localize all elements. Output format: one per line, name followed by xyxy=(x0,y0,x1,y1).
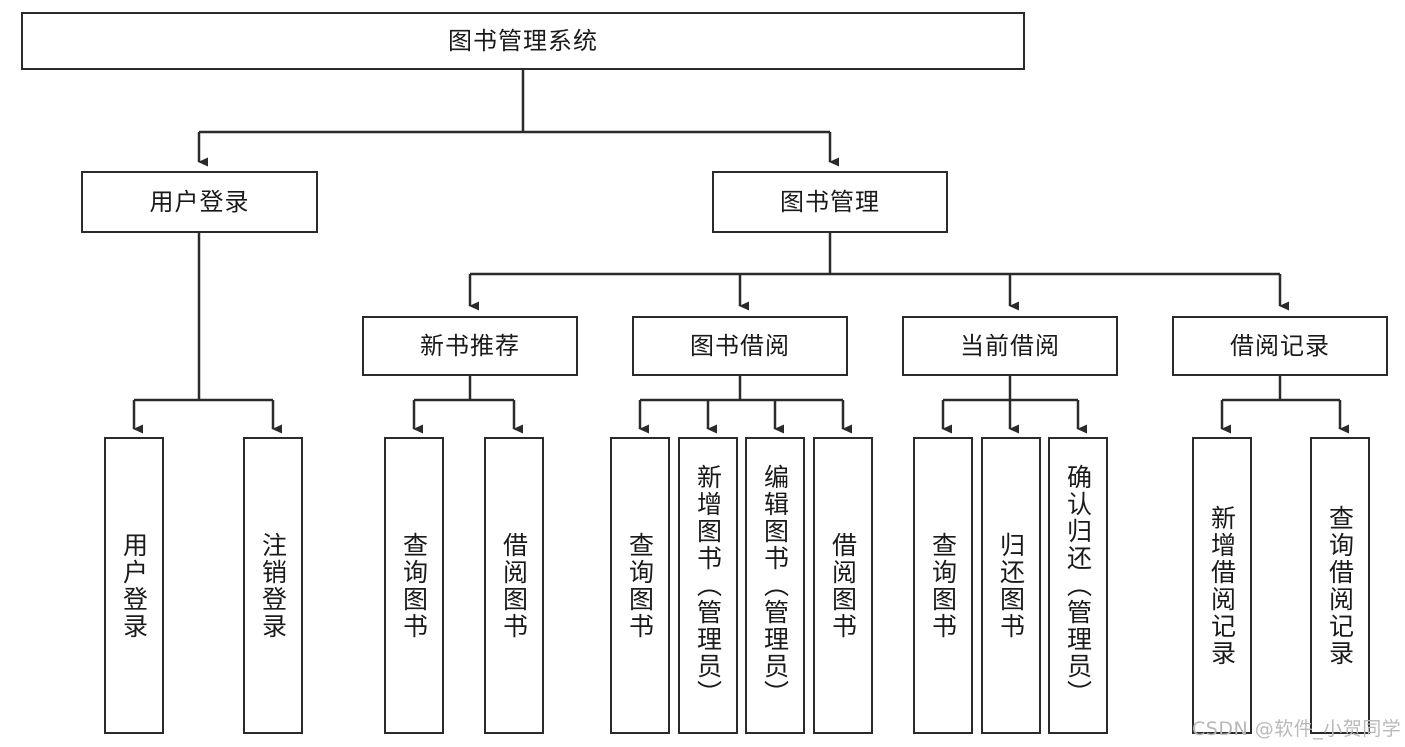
node-new-book-recommend[interactable]: 新书推荐 xyxy=(362,316,578,376)
leaf-new-book-borrow-book-label: 借阅图书 xyxy=(499,531,529,640)
leaf-confirm-return-admin-label: 确认归还（管理员） xyxy=(1063,464,1093,707)
leaf-add-book-admin-label: 新增图书（管理员） xyxy=(693,464,723,707)
leaf-logout-label: 注销登录 xyxy=(258,531,288,640)
leaf-add-borrow-record[interactable]: 新增借阅记录 xyxy=(1192,437,1252,734)
node-book-borrow[interactable]: 图书借阅 xyxy=(632,316,848,376)
node-current-borrow[interactable]: 当前借阅 xyxy=(902,316,1118,376)
leaf-query-borrow-record[interactable]: 查询借阅记录 xyxy=(1310,437,1370,734)
leaf-add-book-admin[interactable]: 新增图书（管理员） xyxy=(678,437,738,734)
leaf-logout[interactable]: 注销登录 xyxy=(243,437,303,734)
leaf-current-query-book-label: 查询图书 xyxy=(928,531,958,640)
node-book-borrow-label: 图书借阅 xyxy=(690,332,790,360)
leaf-new-book-borrow-book[interactable]: 借阅图书 xyxy=(484,437,544,734)
leaf-new-book-query-book[interactable]: 查询图书 xyxy=(384,437,444,734)
leaf-borrow-query-book[interactable]: 查询图书 xyxy=(610,437,670,734)
node-borrow-record[interactable]: 借阅记录 xyxy=(1172,316,1388,376)
leaf-user-login[interactable]: 用户登录 xyxy=(104,437,164,734)
node-borrow-record-label: 借阅记录 xyxy=(1230,332,1330,360)
leaf-return-book[interactable]: 归还图书 xyxy=(981,437,1041,734)
leaf-return-book-label: 归还图书 xyxy=(996,531,1026,640)
node-book-management[interactable]: 图书管理 xyxy=(712,171,948,233)
node-root-system[interactable]: 图书管理系统 xyxy=(21,12,1025,70)
leaf-borrow-book-label: 借阅图书 xyxy=(828,531,858,640)
leaf-user-login-label: 用户登录 xyxy=(119,531,149,640)
node-user-login[interactable]: 用户登录 xyxy=(81,171,318,233)
watermark-text: CSDN @软件_小贺同学 xyxy=(1192,718,1402,740)
leaf-borrow-book[interactable]: 借阅图书 xyxy=(813,437,873,734)
node-book-management-label: 图书管理 xyxy=(780,188,880,216)
leaf-query-borrow-record-label: 查询借阅记录 xyxy=(1325,504,1355,667)
leaf-current-query-book[interactable]: 查询图书 xyxy=(913,437,973,734)
leaf-confirm-return-admin[interactable]: 确认归还（管理员） xyxy=(1048,437,1108,734)
node-current-borrow-label: 当前借阅 xyxy=(960,332,1060,360)
node-user-login-label: 用户登录 xyxy=(149,188,250,216)
node-root-system-label: 图书管理系统 xyxy=(448,27,598,55)
leaf-new-book-query-book-label: 查询图书 xyxy=(399,531,429,640)
leaf-edit-book-admin[interactable]: 编辑图书（管理员） xyxy=(745,437,805,734)
leaf-edit-book-admin-label: 编辑图书（管理员） xyxy=(760,464,790,707)
leaf-add-borrow-record-label: 新增借阅记录 xyxy=(1207,504,1237,667)
leaf-borrow-query-book-label: 查询图书 xyxy=(625,531,655,640)
node-new-book-recommend-label: 新书推荐 xyxy=(420,332,520,360)
